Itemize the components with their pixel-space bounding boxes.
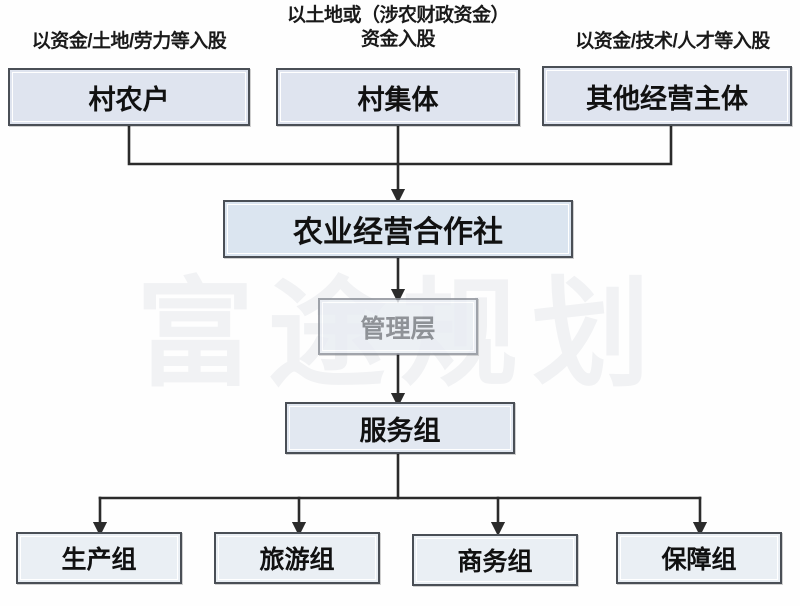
node-cooperative[interactable]: 农业经营合作社 (223, 200, 573, 258)
node-other-entity-label: 其他经营主体 (586, 83, 748, 114)
node-support-group-label: 保障组 (661, 546, 737, 574)
node-villager-label: 村农户 (88, 84, 170, 115)
caption-other-stake: 以资金/技术/人才等入股 (575, 31, 770, 52)
node-production-group[interactable]: 生产组 (16, 532, 182, 584)
node-collective-label: 村集体 (357, 84, 439, 115)
node-support-group[interactable]: 保障组 (616, 532, 782, 584)
node-management-layer[interactable]: 管理层 (318, 298, 478, 355)
node-service-group-label: 服务组 (359, 415, 441, 446)
node-cooperative-label: 农业经营合作社 (293, 216, 503, 249)
node-service-group[interactable]: 服务组 (285, 402, 515, 454)
node-business-group-label: 商务组 (457, 548, 533, 576)
node-business-group[interactable]: 商务组 (412, 534, 578, 586)
node-collective[interactable]: 村集体 (276, 68, 520, 126)
node-other-entity[interactable]: 其他经营主体 (542, 66, 792, 126)
node-tourism-group-label: 旅游组 (259, 546, 335, 574)
node-production-group-label: 生产组 (61, 546, 137, 574)
caption-villager-stake: 以资金/土地/劳力等入股 (31, 31, 227, 52)
node-management-layer-label: 管理层 (360, 314, 436, 343)
node-tourism-group[interactable]: 旅游组 (214, 532, 380, 584)
node-villager[interactable]: 村农户 (8, 68, 250, 126)
caption-collective-stake: 以土地或（涉农财政资金） 资金入股 (286, 5, 510, 50)
